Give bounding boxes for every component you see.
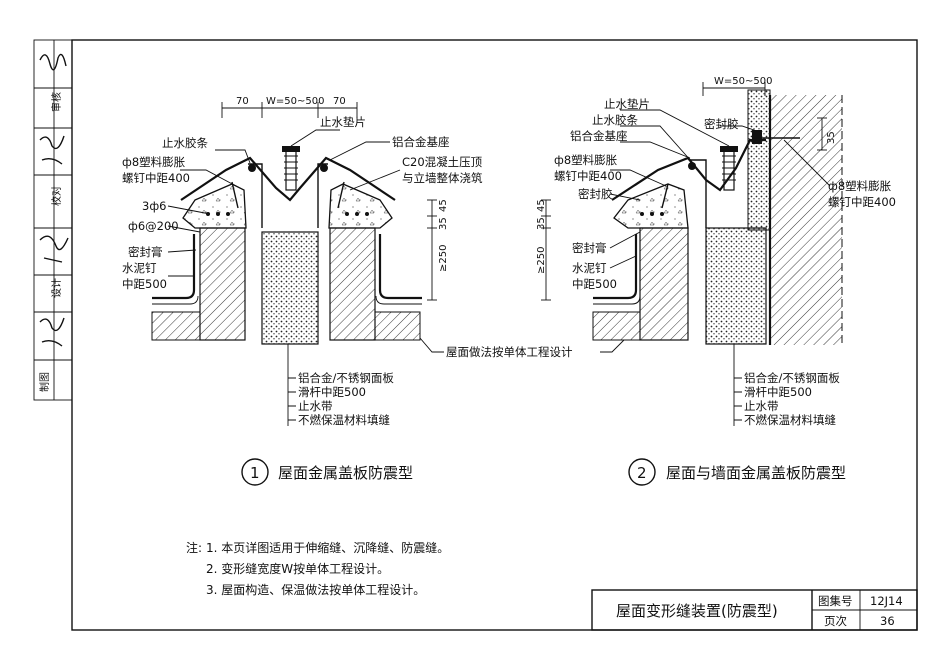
- d2-dim-250: ≥250: [536, 247, 547, 274]
- d2-label-sealant-glue-2: 密封胶: [578, 187, 613, 201]
- d1-label-c20-2: 与立墙整体浇筑: [402, 171, 483, 185]
- d2-label-nail-2: 中距500: [572, 277, 617, 291]
- d2-list-2: 止水带: [744, 399, 779, 413]
- d2-dim-top: W=50~500: [714, 76, 772, 87]
- page-value: 36: [880, 614, 895, 628]
- d1-right-parapet: [329, 227, 376, 341]
- d1-label-sealant: 密封膏: [128, 245, 163, 259]
- d2-dim-35a: 35: [536, 217, 547, 230]
- d1-label-nail-1: 水泥钉: [122, 261, 157, 275]
- note-1: 1. 本页详图适用于伸缩缝、沉降缝、防震缝。: [206, 540, 449, 555]
- d2-label-seal-strip: 止水胶条: [592, 113, 638, 127]
- d1-dim-left: 70: [236, 96, 249, 107]
- d2-parapet: [639, 227, 689, 341]
- notes: 注: 1. 本页详图适用于伸缩缝、沉降缝、防震缝。 2. 变形缝宽度W按单体工程…: [186, 540, 449, 597]
- d2-label-seal-pad: 止水垫片: [604, 97, 650, 111]
- d1-list-2: 止水带: [298, 399, 333, 413]
- atlas-value: 12J14: [870, 594, 903, 608]
- d2-insulation: [705, 227, 767, 345]
- note-3: 3. 屋面构造、保温做法按单体工程设计。: [206, 582, 425, 597]
- d1-label-seal-pad: 止水垫片: [320, 115, 366, 129]
- d1-label-nail-2: 中距500: [122, 277, 167, 291]
- d1-cover-plate: [180, 156, 396, 202]
- d2-dim-35b: 35: [826, 131, 837, 144]
- title-block: 屋面变形缝装置(防震型) 图集号 12J14 页次 36: [591, 589, 918, 631]
- d1-label-rebar-2: ф6@200: [128, 219, 179, 233]
- d2-cover-plate: [611, 138, 766, 201]
- d1-label-alu-base: 铝合金基座: [392, 135, 450, 149]
- d2-number: 2: [637, 464, 647, 482]
- d1-title: 屋面金属盖板防震型: [278, 464, 413, 482]
- note-2: 2. 变形缝宽度W按单体工程设计。: [206, 561, 389, 576]
- drawing-label: 制图: [38, 372, 51, 392]
- d2-list-1: 滑杆中距500: [744, 385, 812, 399]
- d1-dim-35: 35: [438, 217, 449, 230]
- d1-dim-middle: W=50~500: [266, 96, 324, 107]
- d1-label-anchor-2: 螺钉中距400: [122, 171, 190, 185]
- d1-label-anchor-1: ф8塑料膨胀: [122, 155, 186, 169]
- atlas-label: 图集号: [818, 594, 853, 608]
- page-label: 页次: [824, 614, 847, 628]
- notes-prefix: 注:: [186, 540, 202, 555]
- d2-wall: [770, 95, 842, 345]
- d1-left-coping: [182, 183, 247, 229]
- d2-list-0: 铝合金/不锈钢面板: [744, 371, 840, 385]
- d2-label-sealant-paste: 密封膏: [572, 241, 607, 255]
- d1-list-1: 滑杆中距500: [298, 385, 366, 399]
- design-label: 设计: [50, 278, 63, 298]
- d1-left-parapet: [199, 227, 246, 341]
- d1-number-circle: [241, 458, 269, 486]
- d1-label-seal-strip: 止水胶条: [162, 136, 208, 150]
- d2-label-anchor-2: 螺钉中距400: [554, 169, 622, 183]
- review-label: 审核: [50, 92, 63, 112]
- d1-dim-250: ≥250: [438, 245, 449, 272]
- d1-list-0: 铝合金/不锈钢面板: [298, 371, 394, 385]
- shared-roof-label: 屋面做法按单体工程设计: [446, 345, 573, 359]
- d1-label-c20-1: C20混凝土压顶: [402, 155, 483, 169]
- d2-label-nail-1: 水泥钉: [572, 261, 607, 275]
- detail-1: 70 W=50~500 70: [122, 96, 483, 486]
- d1-label-rebar-1: 3ф6: [142, 199, 166, 213]
- d2-number-circle: [628, 458, 656, 486]
- d1-number: 1: [250, 464, 260, 482]
- detail-2: W=50~500 35: [536, 76, 896, 486]
- d2-label-right-anchor-1: ф8塑料膨胀: [828, 179, 892, 193]
- d2-title: 屋面与墙面金属盖板防震型: [666, 464, 846, 482]
- d1-dim-45: 45: [438, 199, 449, 212]
- d1-insulation: [261, 231, 319, 345]
- d2-label-alu-base: 铝合金基座: [570, 129, 628, 143]
- d1-list-3: 不燃保温材料填缝: [298, 413, 390, 427]
- d2-dim-45: 45: [536, 199, 547, 212]
- signature-column: 审核 校对 设计 制图: [33, 39, 73, 401]
- d2-label-anchor-1: ф8塑料膨胀: [554, 153, 618, 167]
- d2-list-3: 不燃保温材料填缝: [744, 413, 836, 427]
- d2-label-sealant-glue: 密封胶: [704, 117, 739, 131]
- title-block-title: 屋面变形缝装置(防震型): [616, 602, 778, 620]
- d1-dim-right: 70: [333, 96, 346, 107]
- check-label: 校对: [50, 186, 63, 206]
- d2-label-right-anchor-2: 螺钉中距400: [828, 195, 896, 209]
